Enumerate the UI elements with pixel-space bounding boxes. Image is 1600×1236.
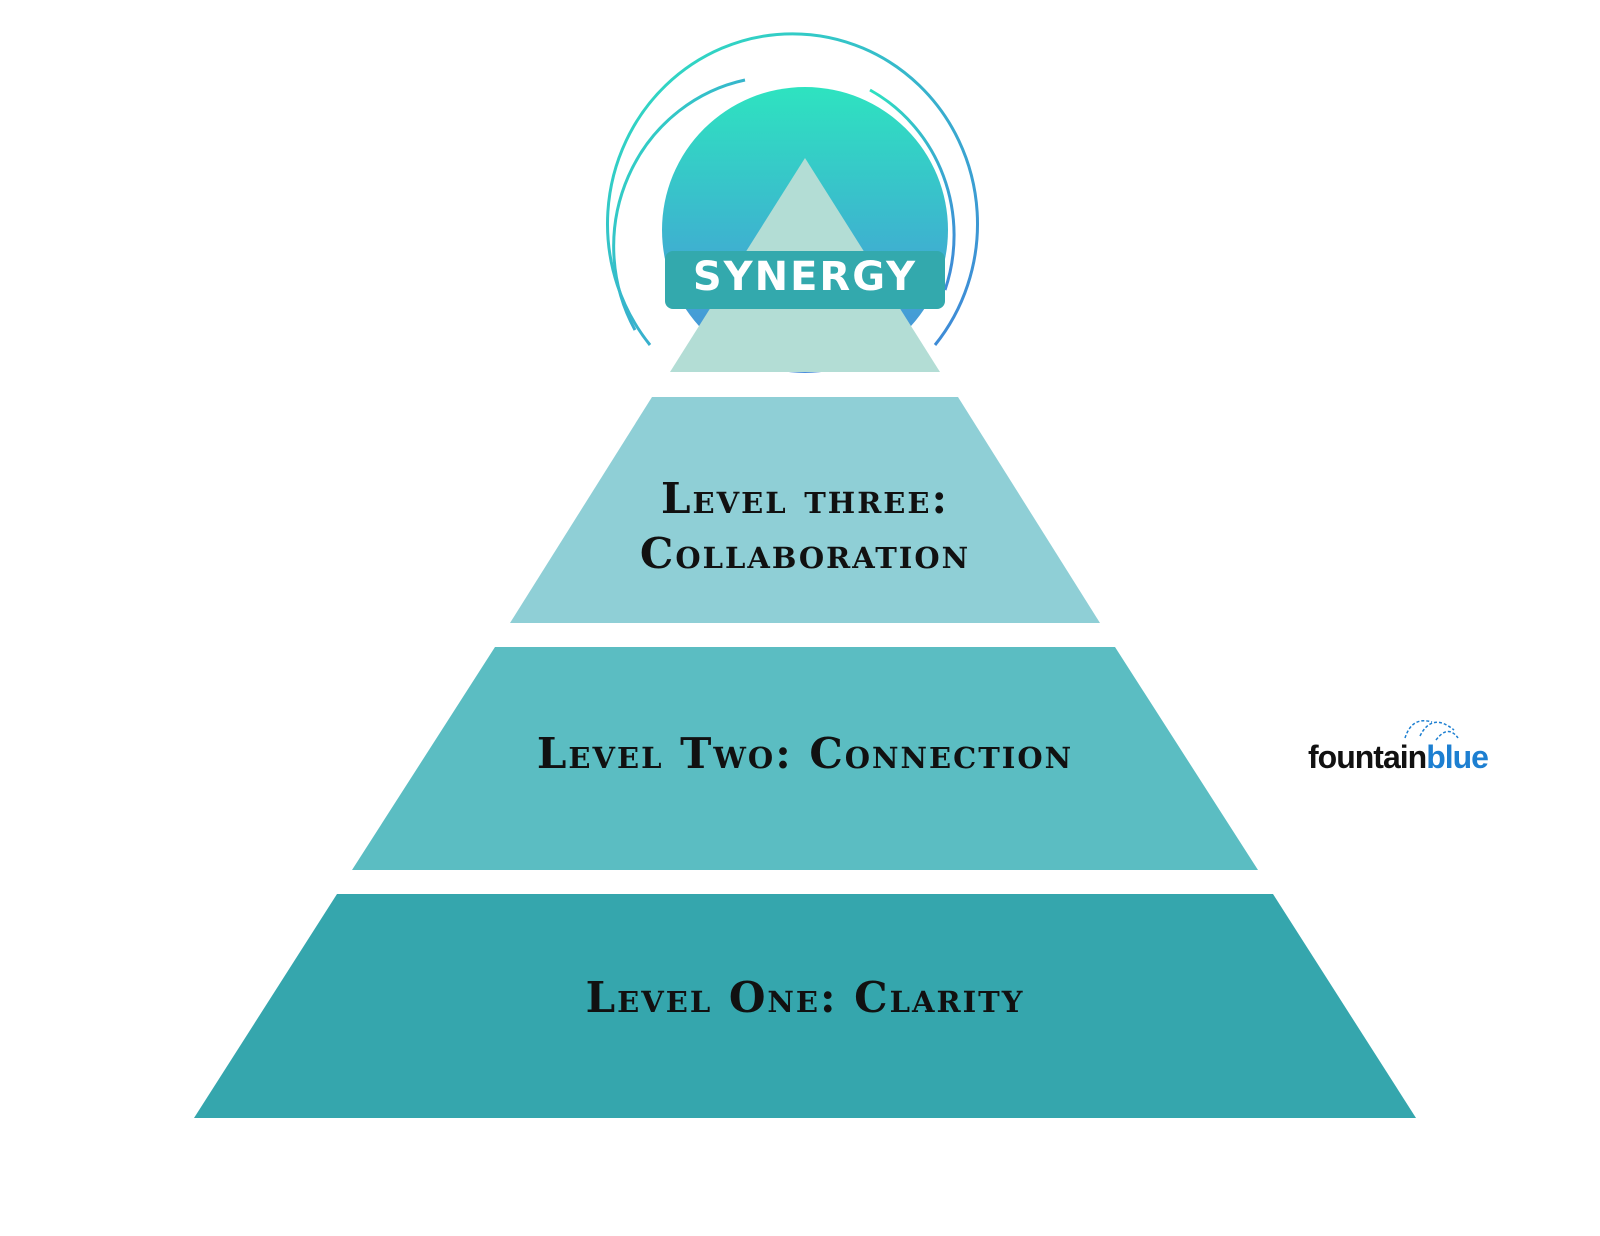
tier-level-one-shape xyxy=(194,894,1416,1118)
tier-level-three-label-line1: Level three: xyxy=(661,474,949,523)
synergy-emblem: SYNERGY xyxy=(606,32,979,373)
fountain-spray-icon xyxy=(1404,720,1459,741)
tier-level-two: Level Two: Connection xyxy=(352,647,1258,870)
tier-level-three-shape xyxy=(510,397,1100,623)
synergy-label: SYNERGY xyxy=(693,254,917,300)
tier-level-two-label: Level Two: Connection xyxy=(537,729,1073,778)
fountainblue-logo: fountainblue xyxy=(1308,720,1489,775)
tier-level-two-shape xyxy=(352,647,1258,870)
logo-text-fountain: fountain xyxy=(1308,739,1426,775)
inner-ring-arc xyxy=(869,88,956,291)
tier-level-three: Level three: Collaboration xyxy=(510,397,1100,623)
synergy-banner xyxy=(665,251,945,309)
tier-level-one: Level One: Clarity xyxy=(194,894,1416,1118)
middle-ring-arc xyxy=(612,78,746,331)
svg-text:fountainblue: fountainblue xyxy=(1308,739,1488,775)
tier-level-three-label-line2: Collaboration xyxy=(640,529,970,578)
logo-text-blue: blue xyxy=(1426,739,1488,775)
tier-level-one-label: Level One: Clarity xyxy=(586,973,1025,1022)
outer-ring-arc xyxy=(606,32,979,346)
